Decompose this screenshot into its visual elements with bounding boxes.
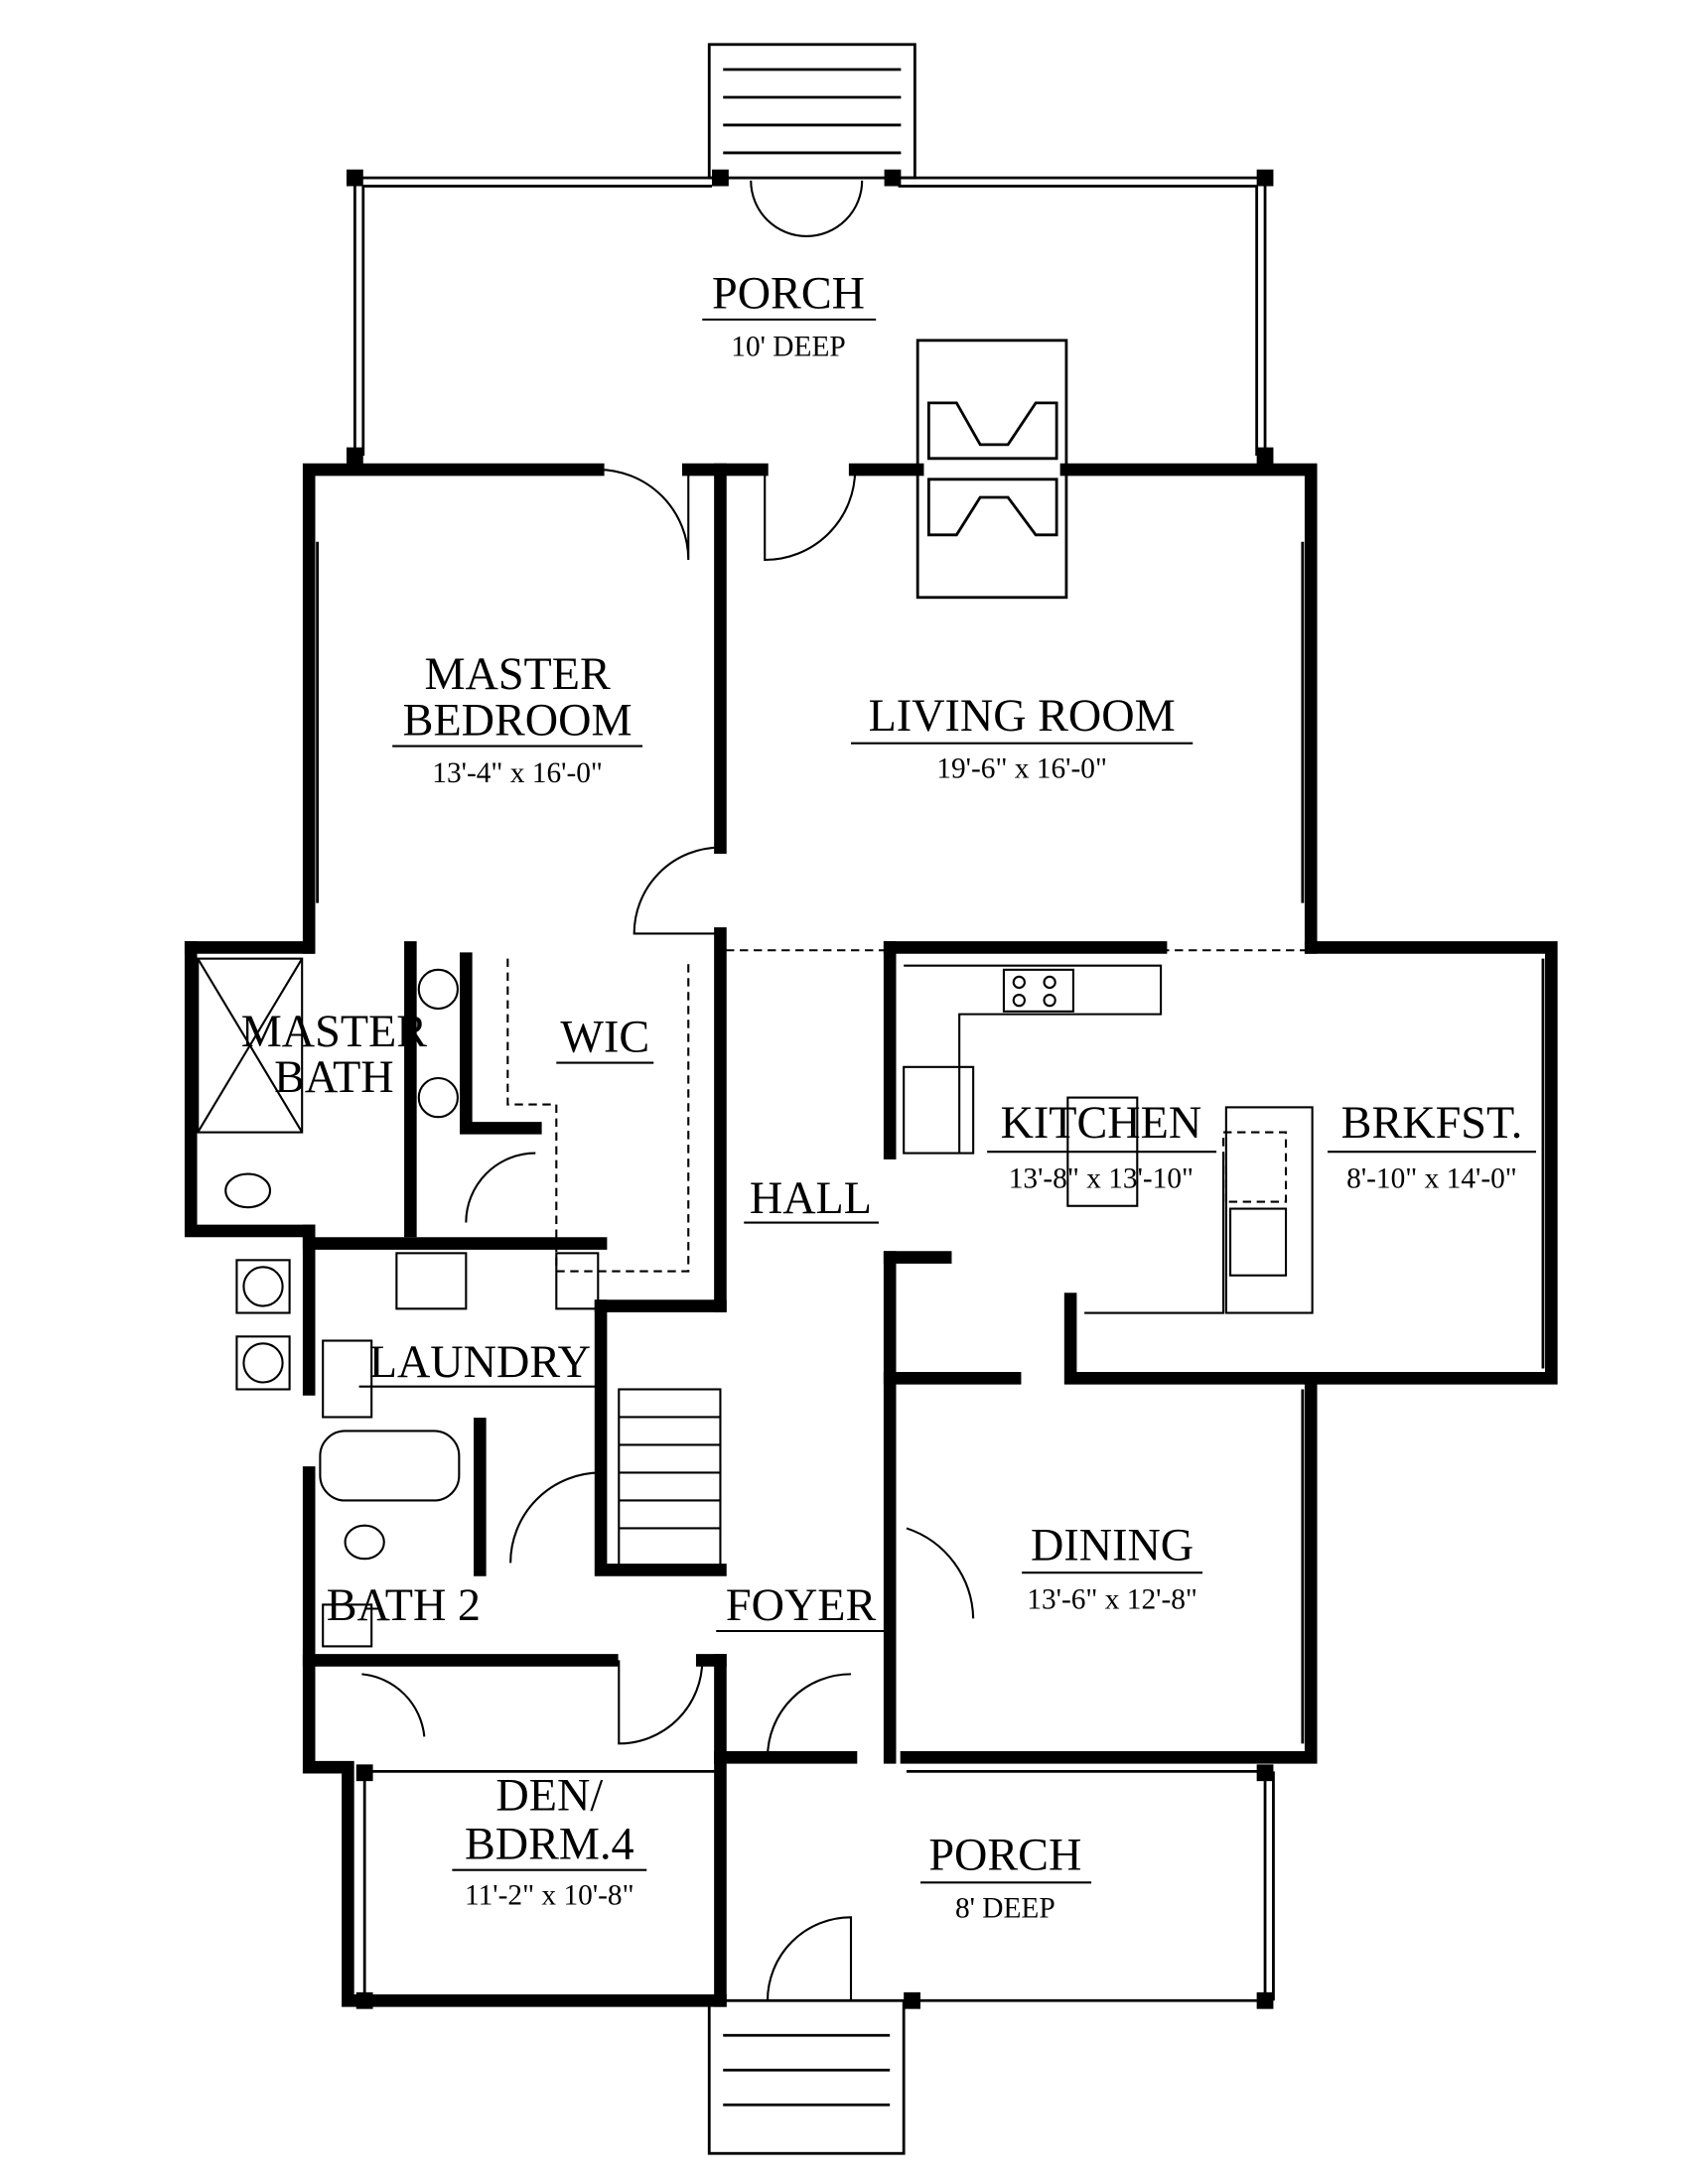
porch-rear-label: PORCH [712,268,865,319]
laundry-label: LAUNDRY [369,1336,591,1387]
room-labels: PORCH 10' DEEP MASTER BEDROOM 13'-4" x 1… [241,268,1536,1924]
hall-label: HALL [750,1172,872,1223]
fixtures [197,339,1314,1648]
wic-label: WIC [560,1011,649,1061]
bath2-label: BATH 2 [327,1579,481,1630]
master-bath-label-1: MASTER [241,1006,427,1056]
porch-front-label: PORCH [928,1830,1081,1880]
master-bedroom-dims: 13'-4" x 16'-0" [432,757,603,789]
master-bath-label-2: BATH [274,1051,394,1102]
breakfast-label: BRKFST. [1341,1097,1523,1148]
foyer-label: FOYER [726,1579,877,1630]
den-dims: 11'-2" x 10'-8" [465,1880,634,1912]
breakfast-dims: 8'-10" x 14'-0" [1346,1163,1517,1195]
porch-rear-depth: 10' DEEP [731,331,845,362]
den-label-1: DEN/ [495,1770,603,1821]
kitchen-dims: 13'-8" x 13'-10" [1009,1163,1194,1195]
master-bedroom-label-1: MASTER [424,648,610,699]
porch-front-depth: 8' DEEP [955,1892,1055,1924]
kitchen-label: KITCHEN [1001,1097,1202,1148]
columns [346,169,1274,2009]
doors [361,180,975,2001]
dining-label: DINING [1031,1520,1194,1570]
dining-dims: 13'-6" x 12'-8" [1027,1584,1197,1616]
master-bedroom-label-2: BEDROOM [403,694,633,745]
living-room-dims: 19'-6" x 16'-0" [936,753,1107,785]
living-room-label: LIVING ROOM [869,690,1176,741]
den-label-2: BDRM.4 [465,1819,634,1869]
